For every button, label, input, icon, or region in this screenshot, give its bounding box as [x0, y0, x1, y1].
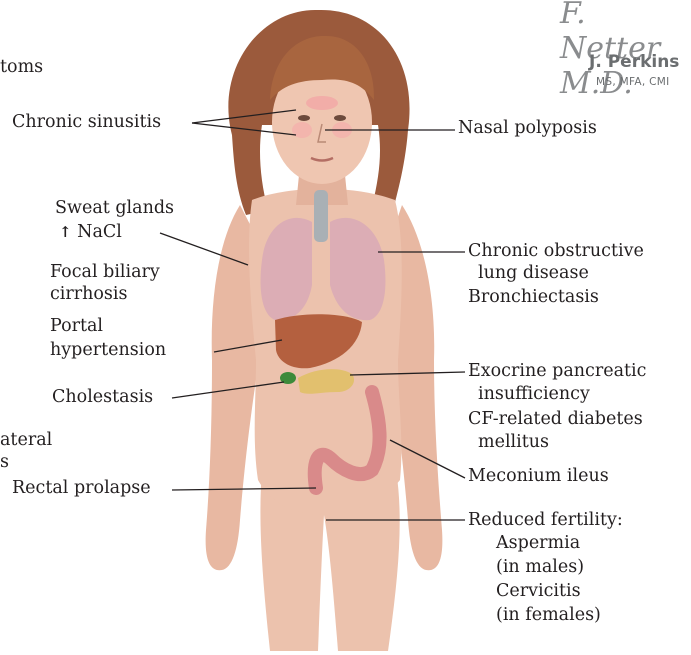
- label-hypertension: hypertension: [50, 340, 166, 361]
- label-cervicitis: Cervicitis: [496, 581, 581, 602]
- right-eye: [334, 115, 346, 121]
- label-exocrine-2: insufficiency: [478, 384, 590, 405]
- label-rectal-prolapse: Rectal prolapse: [12, 478, 151, 499]
- label-nacl-text: NaCl: [77, 222, 122, 242]
- label-meconium-ileus: Meconium ileus: [468, 466, 609, 487]
- label-exocrine-1: Exocrine pancreatic: [468, 361, 646, 382]
- increase-arrow-icon: ↑: [59, 223, 72, 241]
- label-cut-lateral: ateral: [0, 430, 52, 451]
- label-in-males: (in males): [496, 557, 584, 578]
- artist-credentials: MS, MFA, CMI: [596, 76, 669, 88]
- label-bronchiectasis: Bronchiectasis: [468, 287, 599, 308]
- label-cut-s: s: [0, 452, 9, 473]
- label-sweat-glands: Sweat glands: [55, 198, 174, 219]
- label-cut-symptoms: toms: [0, 57, 43, 78]
- label-aspermia: Aspermia: [496, 533, 580, 554]
- artist-name: J. Perkins: [589, 52, 679, 72]
- left-eye: [298, 115, 310, 121]
- label-copd-1: Chronic obstructive: [468, 241, 644, 262]
- label-nasal-polyposis: Nasal polyposis: [458, 118, 597, 139]
- sinus-frontal: [306, 96, 338, 110]
- label-chronic-sinusitis: Chronic sinusitis: [12, 112, 161, 133]
- trachea: [314, 190, 328, 242]
- label-cirrhosis: cirrhosis: [50, 284, 128, 305]
- sinus-left: [292, 122, 312, 138]
- label-focal-biliary: Focal biliary: [50, 262, 160, 283]
- label-reduced-fertility: Reduced fertility:: [468, 510, 623, 531]
- label-in-females: (in females): [496, 605, 601, 626]
- label-cfrd-1: CF-related diabetes: [468, 409, 643, 430]
- label-cholestasis: Cholestasis: [52, 387, 153, 408]
- label-portal: Portal: [50, 316, 103, 337]
- label-nacl: ↑ NaCl: [59, 222, 122, 243]
- label-copd-2: lung disease: [478, 263, 589, 284]
- label-cfrd-2: mellitus: [478, 432, 549, 453]
